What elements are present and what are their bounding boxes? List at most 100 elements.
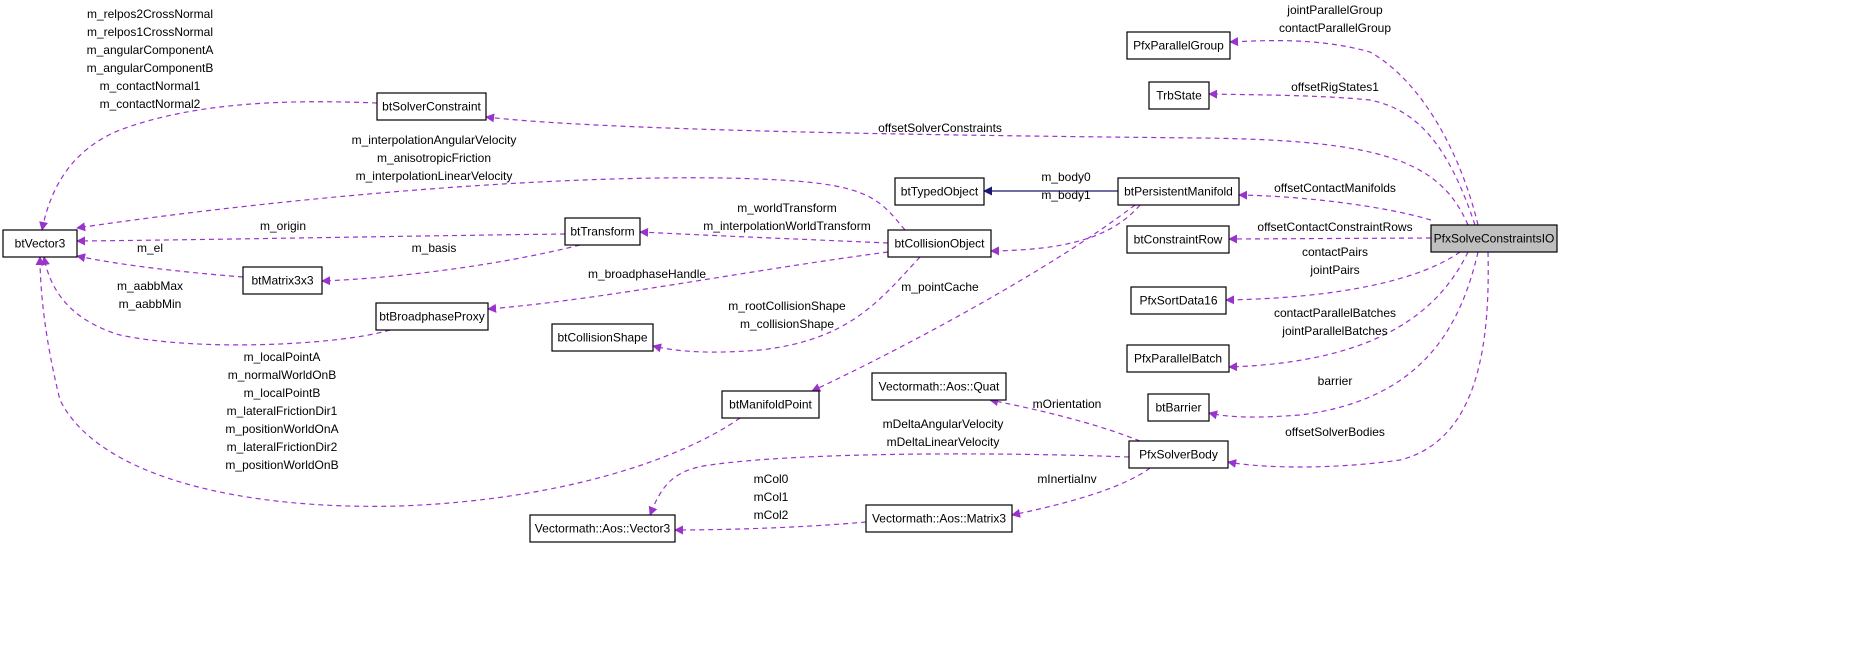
class-node-box bbox=[564, 217, 641, 246]
edge-label: m_contactNormal2 bbox=[100, 97, 201, 111]
class-node-label: Vectormath::Aos::Quat bbox=[879, 380, 1000, 394]
nodes-layer: PfxSolveConstraintsIO PfxParallelGroupTrb… bbox=[2, 31, 1558, 543]
class-node-box bbox=[551, 323, 654, 352]
class-node-bt-typed-object[interactable]: btTypedObject bbox=[894, 177, 985, 206]
edge-bt-persistent-manifold-to-bt-collision-object bbox=[990, 204, 1141, 256]
edge-label: m_positionWorldOnA bbox=[225, 422, 338, 436]
class-node-box bbox=[1128, 440, 1229, 469]
edge-label: contactParallelBatches bbox=[1274, 306, 1396, 320]
class-node-box bbox=[2, 229, 78, 258]
edge-label: m_relpos1CrossNormal bbox=[87, 25, 213, 39]
class-node-bt-persistent-manifold[interactable]: btPersistentManifold bbox=[1117, 177, 1240, 206]
class-node-label: Vectormath::Aos::Vector3 bbox=[535, 522, 671, 536]
edge-bt-solver-constraint-to-bt-vector3 bbox=[39, 101, 378, 231]
edge-label: m_collisionShape bbox=[740, 317, 834, 331]
edge-bt-transform-to-bt-vector3 bbox=[76, 233, 566, 246]
class-node-label: PfxParallelGroup bbox=[1133, 39, 1224, 53]
edge-label: m_rootCollisionShape bbox=[728, 299, 846, 313]
class-node-label: Vectormath::Aos::Matrix3 bbox=[872, 512, 1006, 526]
class-node-pfx-solve-constraints-io[interactable]: PfxSolveConstraintsIO bbox=[1430, 224, 1558, 253]
class-node-label: btConstraintRow bbox=[1134, 233, 1223, 247]
class-node-box bbox=[865, 504, 1013, 533]
class-node-box bbox=[894, 177, 985, 206]
edge-label: jointParallelGroup bbox=[1286, 3, 1383, 17]
edge-label: offsetSolverConstraints bbox=[878, 121, 1002, 135]
edge-label: m_interpolationAngularVelocity bbox=[352, 133, 517, 147]
edge-label: m_lateralFrictionDir2 bbox=[227, 440, 338, 454]
class-node-bt-vector3[interactable]: btVector3 bbox=[2, 229, 78, 258]
class-node-box bbox=[529, 514, 676, 543]
class-node-label: btTransform bbox=[570, 225, 634, 239]
edge-label: m_localPointB bbox=[244, 386, 321, 400]
class-node-box bbox=[1126, 225, 1230, 254]
class-node-pfx-solver-body[interactable]: PfxSolverBody bbox=[1128, 440, 1229, 469]
edge-label: m_lateralFrictionDir1 bbox=[227, 404, 338, 418]
class-node-label: btCollisionObject bbox=[894, 237, 985, 251]
edge-label: contactParallelGroup bbox=[1279, 21, 1391, 35]
class-node-label: btSolverConstraint bbox=[382, 100, 481, 114]
class-node-label: PfxSolveConstraintsIO bbox=[1434, 232, 1555, 246]
edge-label: m_aabbMax bbox=[117, 279, 183, 293]
class-node-vec-quat[interactable]: Vectormath::Aos::Quat bbox=[871, 372, 1007, 401]
edge-label: offsetSolverBodies bbox=[1285, 425, 1385, 439]
class-node-box bbox=[887, 229, 992, 258]
class-node-pfx-sort-data16[interactable]: PfxSortData16 bbox=[1130, 286, 1227, 315]
edge-label: m_angularComponentB bbox=[87, 61, 214, 75]
class-node-label: btBarrier bbox=[1155, 401, 1201, 415]
edge-bt-collision-object-to-bt-vector3 bbox=[76, 177, 906, 232]
edge-pfx-solve-constraints-io-to-trb-state bbox=[1208, 89, 1476, 226]
class-node-bt-matrix3x3[interactable]: btMatrix3x3 bbox=[242, 266, 323, 295]
class-node-label: btTypedObject bbox=[901, 185, 979, 199]
class-node-box bbox=[721, 390, 820, 419]
edge-label: mCol0 bbox=[754, 472, 789, 486]
edge-bt-broadphase-proxy-to-bt-vector3 bbox=[41, 256, 391, 346]
edge-label: m_broadphaseHandle bbox=[588, 267, 706, 281]
edge-label: barrier bbox=[1318, 374, 1353, 388]
edge-bt-collision-object-to-bt-broadphase-proxy bbox=[487, 251, 889, 313]
edge-label: mInertiaInv bbox=[1037, 472, 1096, 486]
edge-label: m_anisotropicFriction bbox=[377, 151, 491, 165]
edge-pfx-solver-body-to-vec-matrix3 bbox=[1011, 467, 1151, 518]
edge-label: m_origin bbox=[260, 219, 306, 233]
class-node-label: btCollisionShape bbox=[557, 331, 647, 345]
class-node-bt-manifold-point[interactable]: btManifoldPoint bbox=[721, 390, 820, 419]
class-node-box bbox=[376, 92, 487, 121]
class-node-bt-broadphase-proxy[interactable]: btBroadphaseProxy bbox=[375, 302, 489, 331]
class-node-vec-matrix3[interactable]: Vectormath::Aos::Matrix3 bbox=[865, 504, 1013, 533]
edge-label: m_angularComponentA bbox=[87, 43, 214, 57]
edge-label: jointPairs bbox=[1309, 263, 1359, 277]
class-node-label: btVector3 bbox=[15, 237, 66, 251]
class-node-box bbox=[1147, 393, 1210, 422]
class-node-label: PfxParallelBatch bbox=[1134, 352, 1222, 366]
class-node-label: btManifoldPoint bbox=[729, 398, 812, 412]
class-node-pfx-parallel-batch[interactable]: PfxParallelBatch bbox=[1126, 344, 1230, 373]
class-node-bt-solver-constraint[interactable]: btSolverConstraint bbox=[376, 92, 487, 121]
class-node-bt-collision-shape[interactable]: btCollisionShape bbox=[551, 323, 654, 352]
class-node-trb-state[interactable]: TrbState bbox=[1148, 81, 1210, 110]
edge-label: mDeltaAngularVelocity bbox=[883, 417, 1004, 431]
class-node-bt-constraint-row[interactable]: btConstraintRow bbox=[1126, 225, 1230, 254]
edge-bt-collision-object-to-bt-transform bbox=[639, 227, 889, 244]
edge-label: m_pointCache bbox=[901, 280, 979, 294]
edge-pfx-solve-constraints-io-to-bt-constraint-row bbox=[1228, 234, 1432, 244]
edges-layer bbox=[35, 37, 1489, 535]
edge-pfx-solve-constraints-io-to-pfx-solver-body bbox=[1227, 251, 1489, 468]
edge-label: m_positionWorldOnB bbox=[225, 458, 338, 472]
edge-bt-collision-object-to-bt-collision-shape bbox=[652, 256, 921, 353]
class-node-bt-collision-object[interactable]: btCollisionObject bbox=[887, 229, 992, 258]
class-node-bt-transform[interactable]: btTransform bbox=[564, 217, 641, 246]
class-node-vec-vector3[interactable]: Vectormath::Aos::Vector3 bbox=[529, 514, 676, 543]
class-node-bt-barrier[interactable]: btBarrier bbox=[1147, 393, 1210, 422]
class-node-box bbox=[375, 302, 489, 331]
edge-label: mCol2 bbox=[754, 508, 789, 522]
class-node-label: btMatrix3x3 bbox=[251, 274, 313, 288]
edge-pfx-solve-constraints-io-to-bt-persistent-manifold bbox=[1238, 190, 1432, 221]
edge-label: m_interpolationLinearVelocity bbox=[356, 169, 513, 183]
class-node-pfx-parallel-group[interactable]: PfxParallelGroup bbox=[1126, 31, 1231, 60]
edge-label: m_aabbMin bbox=[119, 297, 182, 311]
class-node-label: PfxSortData16 bbox=[1139, 294, 1217, 308]
edge-label: offsetContactManifolds bbox=[1274, 181, 1396, 195]
edge-label: offsetRigStates1 bbox=[1291, 80, 1379, 94]
edge-label: jointParallelBatches bbox=[1281, 324, 1387, 338]
edge-label: mDeltaLinearVelocity bbox=[887, 435, 1000, 449]
